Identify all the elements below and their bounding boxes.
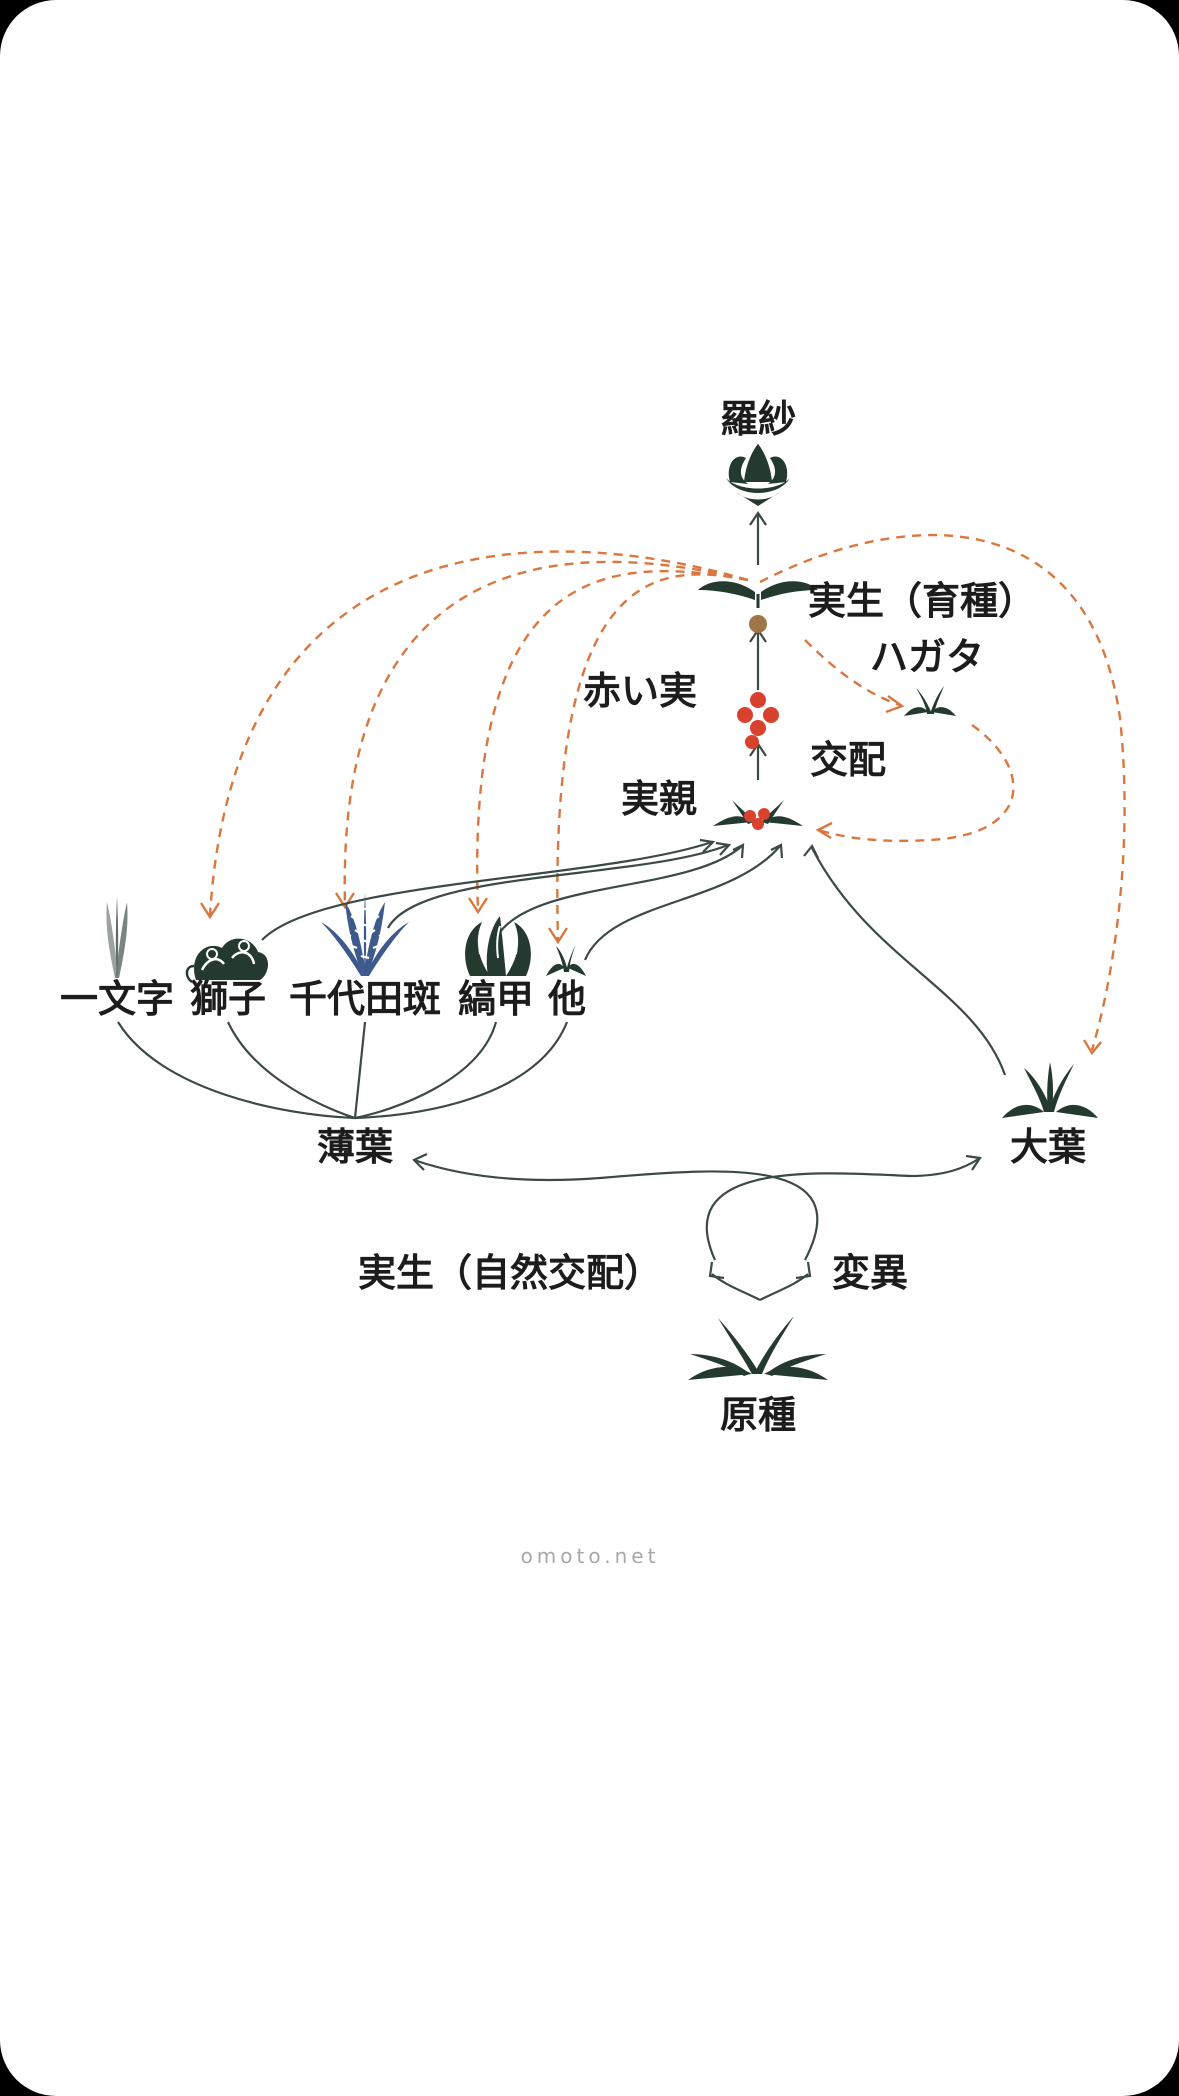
arrowhead-m4 (770, 843, 784, 859)
arrowhead-hoka (547, 927, 569, 945)
label-ooba: 大葉 (1010, 1124, 1087, 1169)
label-shishi: 獅子 (190, 976, 266, 1021)
ooba-plant-icon (1002, 1062, 1098, 1118)
label-ichimonji: 一文字 (60, 976, 174, 1021)
arrowhead-ooba-in (965, 1154, 982, 1171)
arrow-ooba-to-mioya (811, 847, 1007, 1076)
red-berries-icon (737, 692, 779, 749)
arrowhead-shimakou (467, 897, 489, 915)
genshu-plant-icon (688, 1316, 828, 1380)
arrowhead-mioya (815, 821, 833, 840)
arrowhead-m3 (732, 843, 745, 859)
seedling-plant-icon (698, 581, 818, 633)
arrowhead-ooba (1082, 1039, 1102, 1056)
line-chiyodafu-to-usuba (353, 1021, 367, 1119)
arrowhead-heni (795, 1261, 812, 1280)
dashed-arrow-to-hoka (556, 573, 749, 941)
label-rasha: 羅紗 (720, 396, 796, 441)
arrow-shishi-to-mioya (261, 840, 713, 941)
label-usuba: 薄葉 (317, 1124, 394, 1169)
arrow-shizen-to-usuba (413, 1158, 819, 1261)
dashed-arrow-to-shimakou (475, 569, 749, 911)
rasha-plant-icon (726, 444, 790, 506)
arrowhead-shishi (199, 902, 221, 920)
label-mioya: 実親 (621, 776, 697, 821)
dashed-arrow-to-chiyodafu (343, 560, 749, 906)
label-hagata: ハガタ (870, 634, 984, 679)
arrow-hoka-to-mioya (583, 845, 781, 961)
label-hoka: 他 (547, 976, 586, 1021)
line-hoka-to-usuba (354, 1021, 569, 1120)
arrowhead-chiyodafu (334, 892, 356, 910)
hagata-plant-icon (904, 686, 956, 716)
line-shishi-to-usuba (227, 1021, 356, 1120)
watermark: omoto.net (521, 1544, 660, 1568)
label-heni: 変異 (832, 1250, 908, 1295)
hoka-plant-icon (546, 944, 586, 976)
arrowhead-hagata (885, 695, 905, 714)
arrowhead-shizen (708, 1261, 725, 1280)
arrowhead-usuba (412, 1153, 428, 1171)
shimakou-plant-icon (465, 916, 531, 976)
dashed-arrow-to-ooba (759, 533, 1126, 1051)
mioya-plant-icon (713, 800, 803, 830)
label-akai-mi: 赤い実 (583, 668, 697, 713)
ichimonji-plant-icon (106, 896, 128, 978)
arrowhead-m2 (715, 841, 732, 856)
arrow-chiyodafu-to-mioya (387, 843, 729, 929)
arrow-shimakou-to-mioya (499, 845, 743, 933)
arrowhead-rasha (749, 511, 767, 526)
dashed-arrow-to-hagata (804, 639, 901, 707)
label-mishou-ikushu: 実生（育種） (808, 578, 1036, 623)
arrowhead-m1 (699, 838, 716, 853)
arrowhead-m5 (803, 843, 819, 859)
label-kouhai: 交配 (810, 737, 886, 782)
shishi-plant-icon (185, 938, 268, 983)
dashed-arrows (199, 533, 1126, 1056)
label-mishou-shizen: 実生（自然交配） (358, 1250, 662, 1295)
dashed-arrow-hagata-to-mioya (817, 724, 1015, 843)
label-chiyodafu: 千代田斑 (289, 976, 441, 1021)
arrow-heni-to-ooba (705, 1157, 981, 1261)
chiyodafu-plant-icon (321, 892, 409, 976)
line-shimakou-to-usuba (354, 1021, 498, 1120)
label-shimakou: 縞甲 (458, 976, 534, 1021)
label-genshu: 原種 (720, 1392, 796, 1437)
line-ichimonji-to-usuba (117, 1021, 356, 1120)
seed-icon (749, 615, 767, 633)
solid-arrows (117, 511, 1007, 1301)
